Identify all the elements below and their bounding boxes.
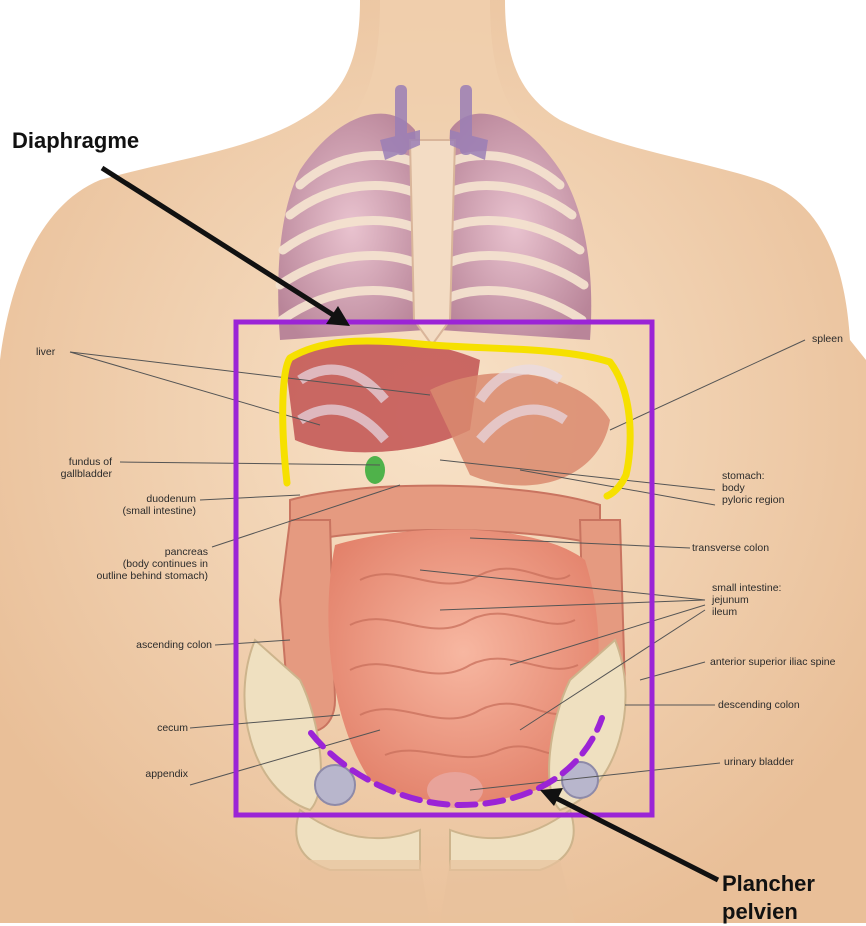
label-iliac-spine: anterior superior iliac spine (710, 656, 835, 668)
label-ascending-colon: ascending colon (100, 639, 212, 651)
label-small-intestine: small intestine: jejunum ileum (712, 582, 781, 618)
label-descending-colon: descending colon (718, 699, 800, 711)
label-duodenum: duodenum (small intestine) (80, 493, 196, 517)
sternum (410, 140, 455, 345)
gallbladder (365, 456, 385, 484)
diaphragm-label: Diaphragme (12, 128, 139, 154)
label-stomach: stomach: body pyloric region (722, 470, 784, 506)
pelvic-floor-label: Plancher pelvien (722, 870, 815, 926)
label-liver: liver (36, 346, 55, 358)
label-spleen: spleen (812, 333, 843, 345)
label-pancreas: pancreas (body continues in outline behi… (60, 546, 208, 582)
label-gallbladder: fundus of gallbladder (20, 456, 112, 480)
label-appendix: appendix (110, 768, 188, 780)
left-femur-head (315, 765, 355, 805)
label-cecum: cecum (120, 722, 188, 734)
label-transverse-colon: transverse colon (692, 542, 769, 554)
label-urinary-bladder: urinary bladder (724, 756, 794, 768)
